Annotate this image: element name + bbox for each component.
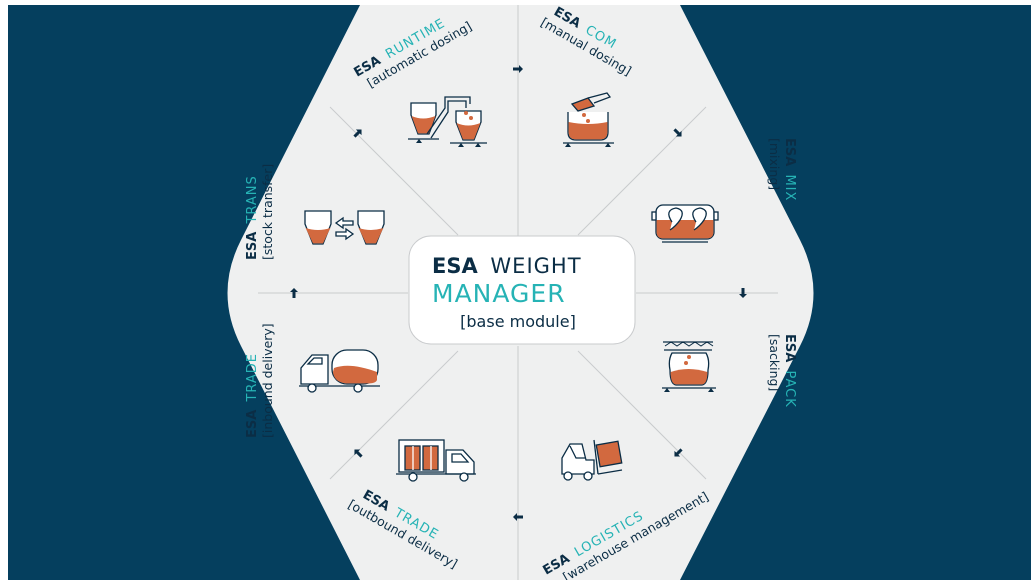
mix-name: MIX xyxy=(782,174,797,201)
trans-name: TRANS xyxy=(245,175,260,224)
automatic-dosing-icon xyxy=(408,96,487,147)
delivery-truck-icon xyxy=(396,439,476,482)
arrow-up-right-icon xyxy=(353,129,362,138)
stock-transfer-icon xyxy=(304,210,385,245)
arrow-up-left-icon xyxy=(354,449,363,458)
svg-text:ESA MIX: ESA MIX xyxy=(782,138,797,201)
module-trade-in-label: ESA TRADE [inbound delivery] xyxy=(245,323,275,438)
module-pack-label: ESA PACK [sacking] xyxy=(767,334,797,408)
pack-brand: ESA xyxy=(782,334,797,362)
separator-top-right xyxy=(577,106,707,236)
trade-in-name: TRADE xyxy=(245,353,260,403)
svg-text:ESA TRADE: ESA TRADE xyxy=(245,353,260,438)
trans-desc: [stock transfer] xyxy=(260,164,275,260)
tanker-truck-icon xyxy=(299,349,380,393)
mixer-icon xyxy=(651,204,719,243)
arrow-up-icon xyxy=(290,288,298,298)
svg-text:ESA TRANS: ESA TRANS xyxy=(245,175,260,260)
trade-in-brand: ESA xyxy=(245,410,260,438)
center-subtitle: [base module] xyxy=(460,312,576,331)
module-mix-label: ESA MIX [mixing] xyxy=(767,138,797,201)
flow-arrows xyxy=(290,65,747,521)
arrow-down-icon xyxy=(739,288,747,298)
mix-brand: ESA xyxy=(782,138,797,166)
center-title-manager: MANAGER xyxy=(432,279,566,308)
separator-bottom-left xyxy=(329,350,459,480)
center-title-weight: WEIGHT xyxy=(490,254,581,278)
separator-bottom-right xyxy=(577,350,707,480)
arrow-right-icon xyxy=(513,65,523,73)
module-trans-label: ESA TRANS [stock transfer] xyxy=(245,164,275,260)
pack-name: PACK xyxy=(782,370,797,407)
arrow-left-icon xyxy=(513,513,523,521)
separator-top-left xyxy=(329,106,459,236)
center-module-box: ESA WEIGHT MANAGER [base module] xyxy=(408,235,636,345)
sacking-icon xyxy=(662,341,716,392)
pack-desc: [sacking] xyxy=(767,334,782,391)
svg-text:ESA PACK: ESA PACK xyxy=(782,334,797,408)
mix-desc: [mixing] xyxy=(767,138,782,190)
center-brand: ESA xyxy=(432,254,478,278)
manual-dosing-icon xyxy=(563,92,614,147)
trans-brand: ESA xyxy=(245,232,260,260)
arrow-down-right-icon xyxy=(673,128,682,137)
svg-text:ESA WEIGHT: ESA WEIGHT xyxy=(432,254,582,278)
arrow-down-left-icon xyxy=(674,448,683,457)
forklift-icon xyxy=(561,439,623,481)
separator-lines xyxy=(258,5,778,580)
trade-in-desc: [inbound delivery] xyxy=(260,323,275,438)
